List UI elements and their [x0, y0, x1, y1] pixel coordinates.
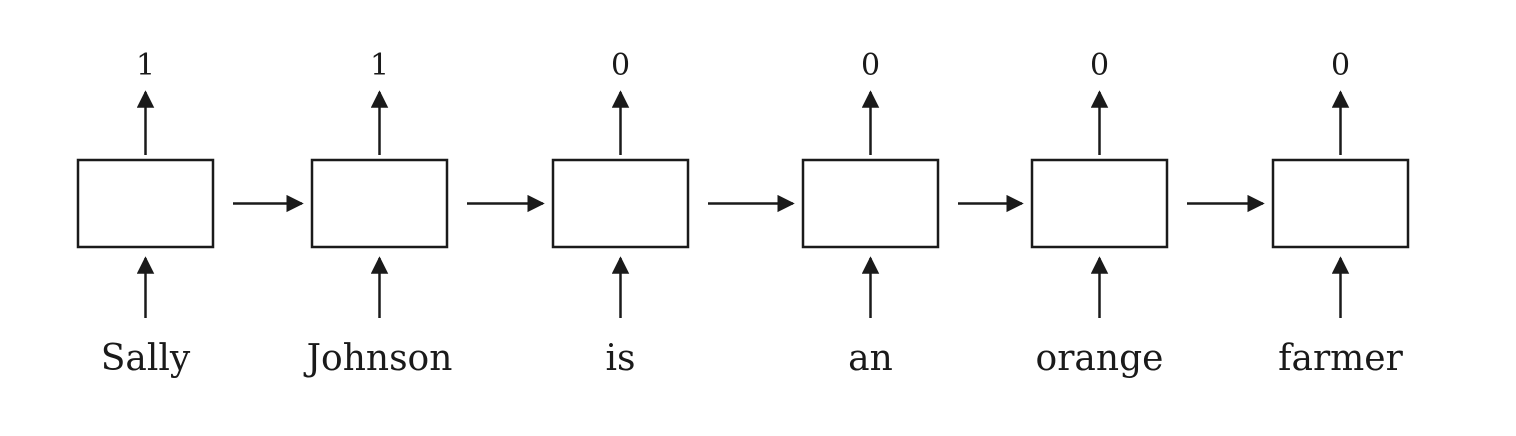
rnn-cell: 0 orange [1030, 48, 1169, 379]
output-label: 1 [136, 48, 155, 83]
rnn-cell-box [551, 158, 690, 249]
rnn-cell-box [1271, 158, 1410, 249]
rnn-cell: 0 farmer [1271, 48, 1410, 379]
input-word: Johnson [303, 338, 453, 379]
input-word: farmer [1278, 338, 1403, 379]
rnn-cell-box [76, 158, 215, 249]
rnn-cell: 0 is [551, 48, 690, 379]
rnn-cell-box [801, 158, 940, 249]
input-word: is [606, 338, 636, 379]
output-label: 1 [370, 48, 389, 83]
rnn-cell: 0 an [801, 48, 940, 379]
input-word: orange [1036, 338, 1164, 379]
rnn-cell-box [1030, 158, 1169, 249]
input-word: an [848, 338, 893, 379]
output-label: 0 [611, 48, 630, 83]
output-label: 0 [1331, 48, 1350, 83]
output-label: 0 [1090, 48, 1109, 83]
input-word: Sally [101, 338, 191, 379]
output-label: 0 [861, 48, 880, 83]
rnn-cell-box [310, 158, 449, 249]
